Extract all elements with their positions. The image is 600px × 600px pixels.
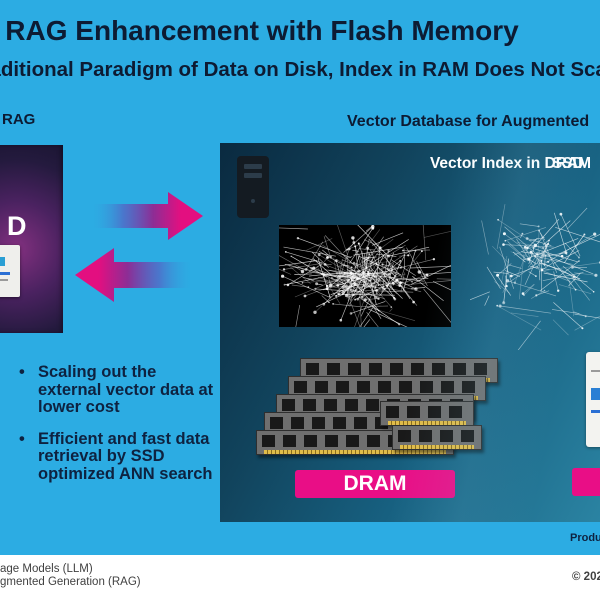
computer-tower-icon (237, 156, 269, 218)
page-title: RAG Enhancement with Flash Memory (5, 15, 519, 46)
vector-index-word-ssd: SSD (551, 155, 584, 172)
footer-line2: gmented Generation (RAG) (0, 576, 141, 588)
ssd-product-image-left (0, 245, 20, 297)
copyright: © 202 (572, 571, 600, 583)
vector-index-word-dram: DRAM (544, 155, 592, 172)
ram-module (380, 401, 474, 426)
bullet-list: Scaling out the external vector data at … (15, 363, 220, 497)
ssd-label-mark (0, 257, 5, 266)
product-note: Product (570, 532, 600, 544)
tower-power-dot (251, 199, 255, 203)
ssd-label-mark (591, 388, 600, 400)
tower-vent (244, 173, 262, 178)
ram-module (392, 425, 482, 450)
dram-network-image (244, 213, 471, 355)
ssd-label-line (0, 272, 10, 275)
ssd-panel-label: D (7, 211, 27, 241)
ssd-badge (572, 468, 600, 496)
ssd-label-line (591, 410, 600, 413)
ssd-panel: D (0, 145, 63, 333)
vector-index-prefix: Vector Index in (429, 155, 545, 172)
bullet-item-scaling: Scaling out the external vector data at … (15, 363, 220, 417)
arrow-left-icon (75, 248, 192, 302)
page-subtitle: Traditional Paradigm of Data on Disk, In… (0, 58, 600, 81)
left-section-heading: RAG (2, 111, 36, 128)
ssd-product-image-right (586, 352, 600, 447)
footer-line1: age Models (LLM) (0, 563, 93, 575)
ssd-label-line2 (0, 279, 8, 281)
tower-vent (244, 164, 262, 169)
footer: age Models (LLM) gmented Generation (RAG… (0, 555, 600, 600)
bullet-item-retrieval: Efficient and fast data retrieval by SSD… (15, 430, 220, 484)
dram-badge: DRAM (295, 470, 455, 498)
right-section-heading: Vector Database for Augmented (347, 113, 590, 130)
ssd-label-line2 (591, 370, 600, 372)
ssd-network-image (470, 204, 600, 350)
arrow-right-icon (92, 192, 203, 240)
